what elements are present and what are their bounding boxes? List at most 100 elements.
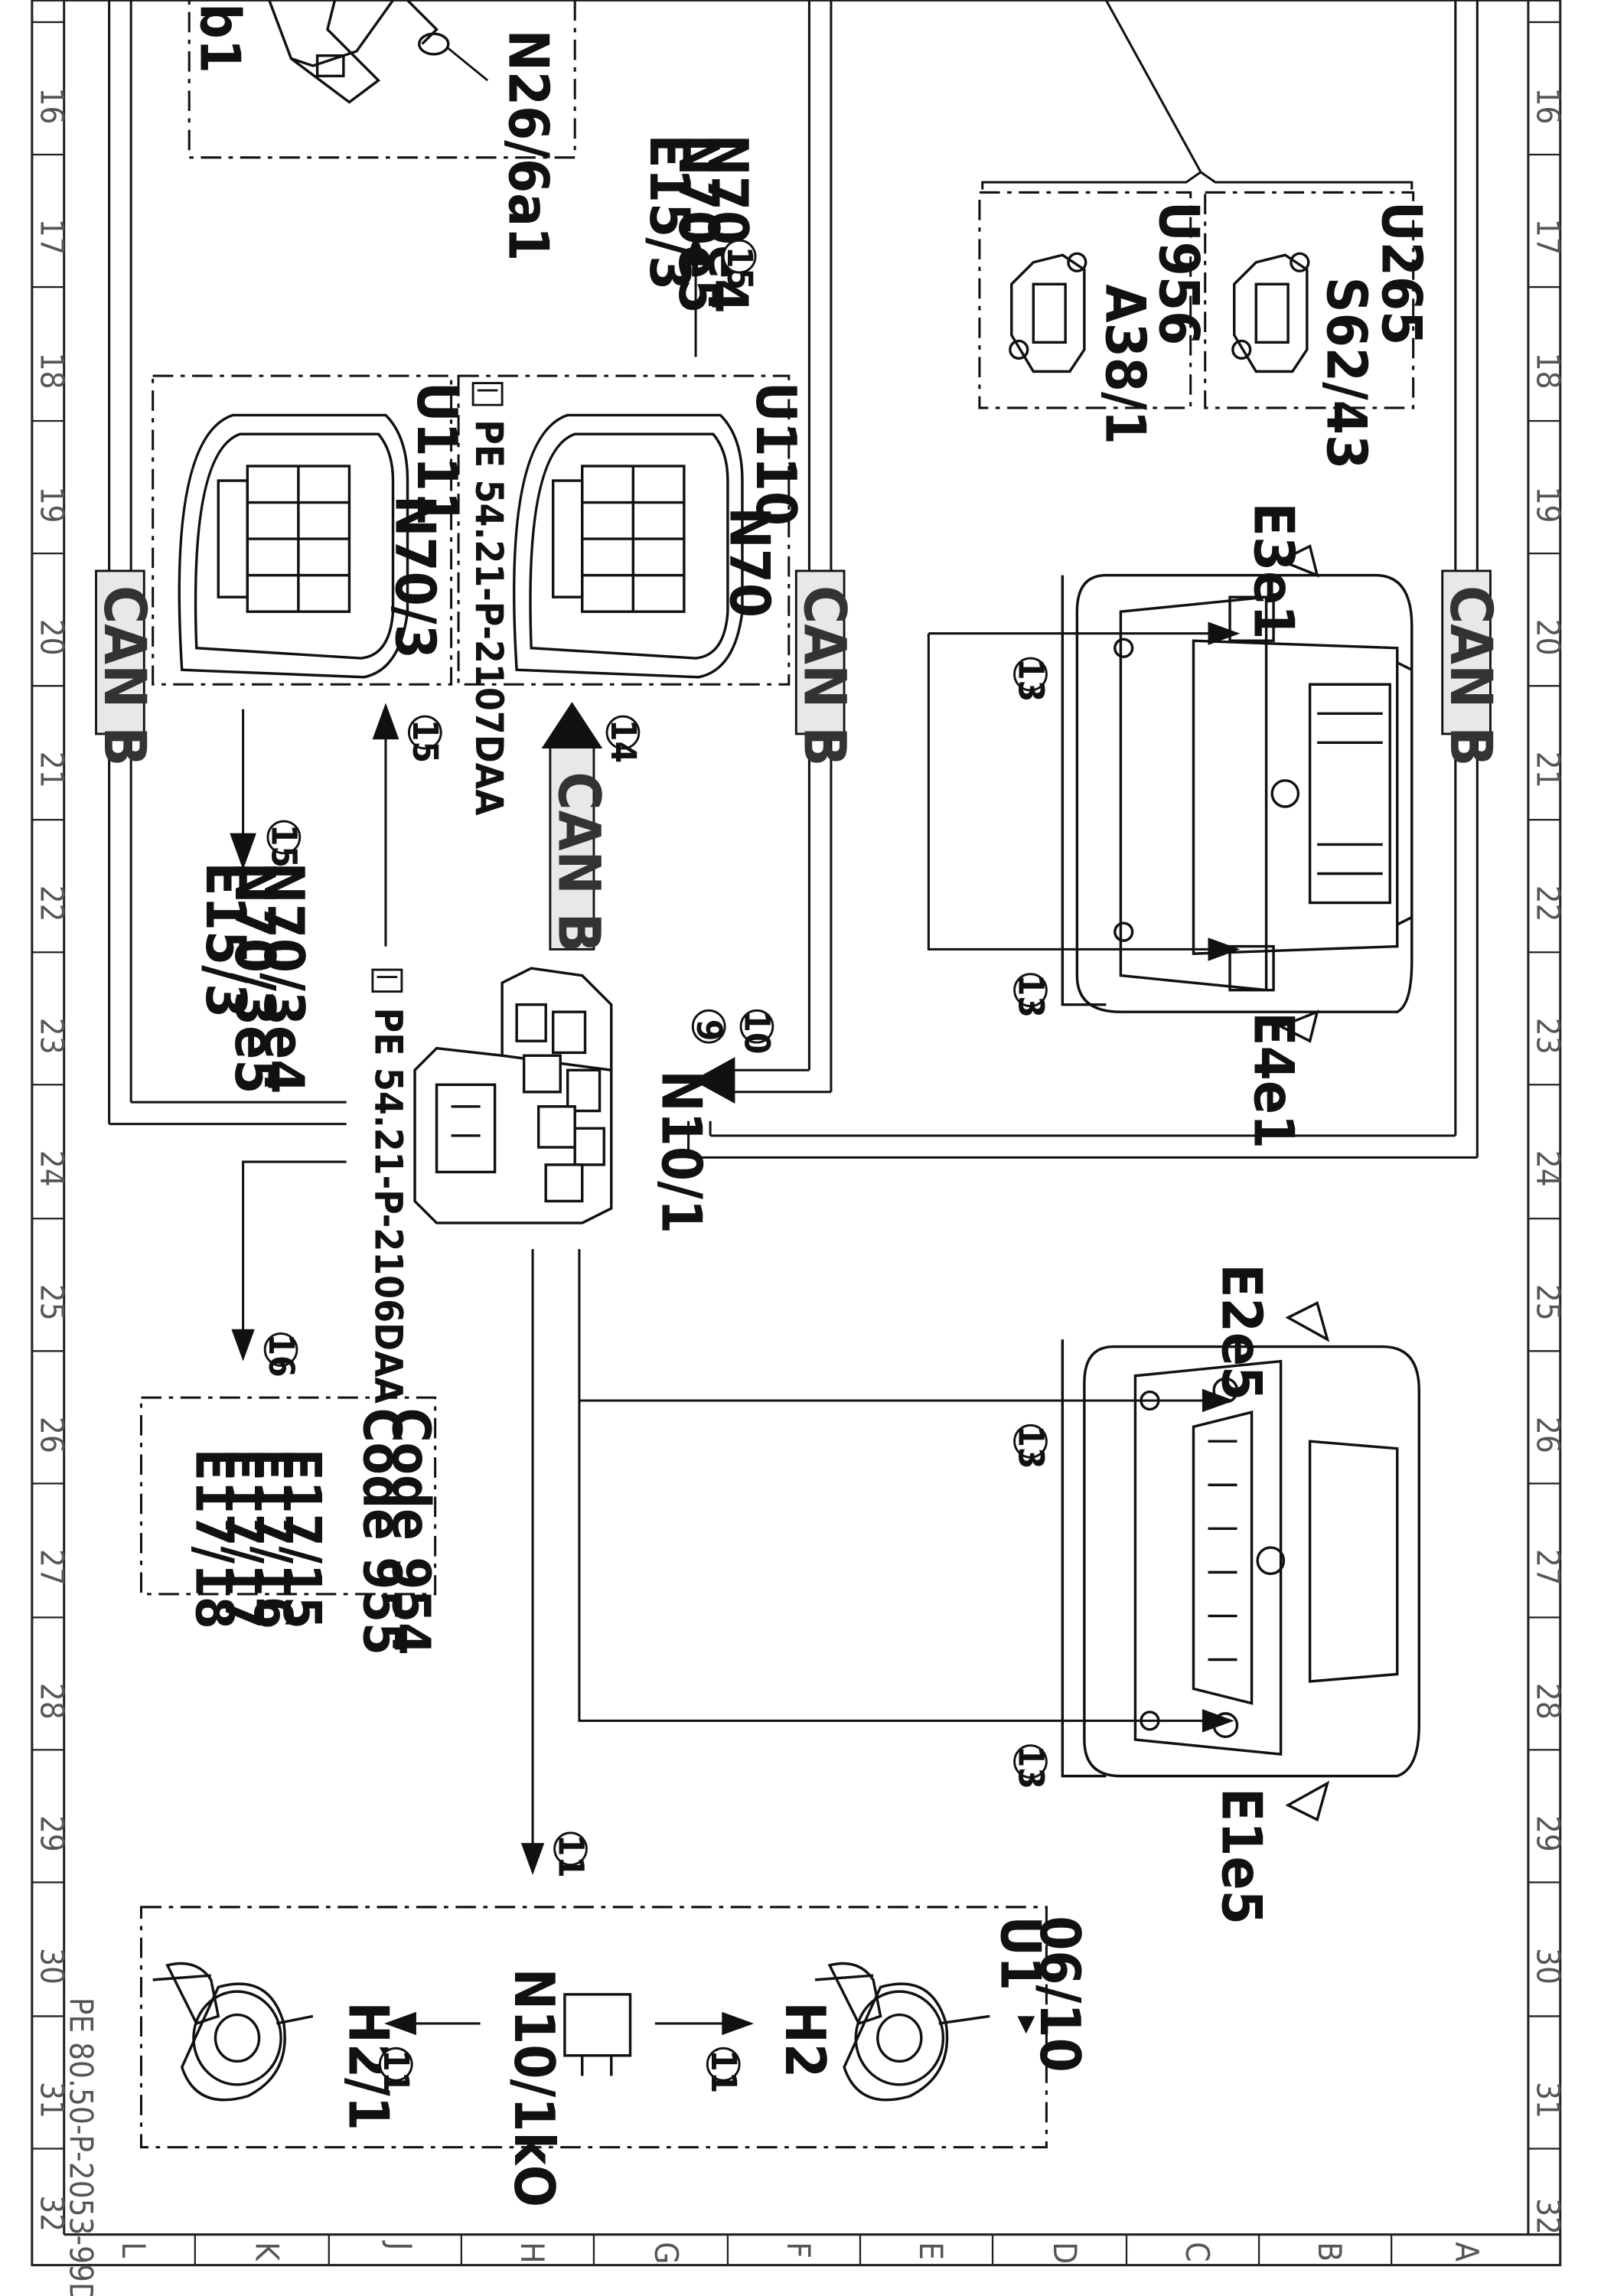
grid-num: 32 bbox=[33, 2195, 70, 2232]
arrow-to-h2-1 bbox=[384, 2011, 416, 2036]
hand-reference-icon bbox=[471, 382, 504, 406]
grid-num: 28 bbox=[1529, 1683, 1567, 1720]
callout: 15 bbox=[264, 820, 305, 868]
svg-text:13: 13 bbox=[1010, 1425, 1051, 1469]
switch-icon bbox=[1009, 252, 1087, 373]
label-n70e4: N70e4 bbox=[695, 134, 759, 313]
grid-num: 29 bbox=[33, 1815, 70, 1852]
grid-num: 25 bbox=[33, 1284, 70, 1321]
grid-num: 24 bbox=[1529, 1150, 1567, 1187]
arrow-to-e4e1 bbox=[1208, 938, 1241, 961]
relay-icon bbox=[563, 1993, 632, 2076]
grid-num: 26 bbox=[33, 1417, 70, 1453]
output-n70-lamps: N70e4 N70e5 E15/3 bbox=[637, 134, 759, 357]
svg-text:10: 10 bbox=[737, 1010, 778, 1054]
grid-num: 19 bbox=[1529, 487, 1567, 523]
label-code-955: Code 955 bbox=[351, 1407, 412, 1655]
label-n70-3e5: N70/3e5 bbox=[222, 862, 286, 1094]
label-u265: U265 bbox=[1369, 201, 1433, 345]
horn-icon bbox=[152, 1962, 314, 2102]
headlamp-front-view-icon bbox=[1061, 544, 1414, 1043]
grid-letter: F bbox=[780, 2242, 817, 2258]
component-box-u265: U265 S62/43 bbox=[1204, 191, 1433, 469]
component-box-code: Code 954 Code 955 E17/15 E17/16 E17/17 E… bbox=[139, 1396, 441, 1655]
grid-letters-bottom: L K J H G F E D C B A bbox=[115, 2240, 1485, 2264]
component-n10-1: N10/1 PE 54.21-P-2106DAA bbox=[367, 967, 712, 1404]
component-box-n26: b1 N26/6a1 bbox=[187, 0, 576, 261]
arrow-to-horns bbox=[520, 1843, 545, 1875]
arrow-to-code bbox=[231, 1329, 255, 1362]
grid-num: 27 bbox=[33, 1549, 70, 1586]
label-n10-1: N10/1 bbox=[648, 1070, 712, 1234]
label-e17-16: E17/16 bbox=[242, 1449, 303, 1629]
svg-text:15: 15 bbox=[405, 719, 445, 763]
label-e17-17: E17/17 bbox=[213, 1449, 274, 1629]
component-box-u110-n70: U110 N70 PE 54.21-P-2107DAA bbox=[457, 374, 807, 816]
grid-letter: J bbox=[381, 2240, 419, 2250]
overhead-control-panel-icon bbox=[513, 413, 744, 679]
label-s62-43: S62/43 bbox=[1313, 277, 1378, 469]
grid-num: 21 bbox=[33, 752, 70, 788]
svg-text:11: 11 bbox=[703, 2050, 744, 2093]
svg-text:9: 9 bbox=[689, 1019, 729, 1042]
horn-icon bbox=[814, 1962, 990, 2102]
callout: 11 bbox=[703, 2047, 744, 2093]
svg-text:15: 15 bbox=[264, 824, 305, 868]
component-box-u956: U956 A38/1 bbox=[978, 191, 1211, 445]
can-b-label: CAN B bbox=[91, 585, 159, 766]
label-e17-18: E17/18 bbox=[184, 1449, 245, 1629]
grid-num: 29 bbox=[1529, 1815, 1567, 1852]
label-e2e5: E2e5 bbox=[1209, 1264, 1273, 1401]
grid-num: 31 bbox=[1529, 2082, 1567, 2118]
grid-num: 17 bbox=[33, 219, 70, 256]
label-u111: U111 bbox=[404, 382, 468, 526]
callout: 16 bbox=[261, 1332, 302, 1378]
switch-icon bbox=[1231, 252, 1310, 373]
bracket-u956-u265 bbox=[981, 0, 1414, 190]
page-ref-arrow bbox=[1017, 2016, 1035, 2034]
arrow-to-e3e1 bbox=[1208, 621, 1241, 645]
label-n70: N70 bbox=[717, 507, 781, 618]
callout: 11 bbox=[550, 1831, 591, 1878]
grid-letter: B bbox=[1311, 2242, 1348, 2262]
grid-numbers-left: 16 17 18 19 20 21 22 23 24 25 26 27 28 2… bbox=[33, 88, 70, 2232]
label-e3e1: E3e1 bbox=[1241, 503, 1305, 640]
can-b-input-arrow: CAN B bbox=[541, 702, 613, 953]
label-u1: U1 bbox=[987, 1916, 1052, 1991]
arrow-to-e1e5 bbox=[1202, 1709, 1234, 1733]
grid-num: 31 bbox=[33, 2082, 70, 2118]
grid-num: 16 bbox=[33, 88, 70, 125]
callout: 11 bbox=[376, 2047, 416, 2093]
grid-letter: E bbox=[912, 2242, 950, 2260]
grid-num: 25 bbox=[1529, 1284, 1567, 1321]
grid-num: 20 bbox=[1529, 619, 1567, 656]
sheet-frame bbox=[31, 0, 1562, 2267]
callout: 15 bbox=[719, 239, 760, 290]
component-box-u1-horns: 06/10 U1 H2 N10/1kO bbox=[139, 1906, 1091, 2207]
label-code-954: Code 954 bbox=[380, 1407, 441, 1655]
grid-letter: G bbox=[647, 2242, 685, 2264]
sam-module-icon bbox=[268, 0, 450, 104]
can-b-label: CAN B bbox=[545, 771, 613, 952]
grid-num: 32 bbox=[1529, 2198, 1567, 2235]
label-n26-6a1: N26/6a1 bbox=[496, 29, 560, 261]
label-n70-3e4: N70/3e4 bbox=[251, 862, 315, 1094]
label-e4e1: E4e1 bbox=[1241, 1012, 1305, 1149]
label-n70e5: N70e5 bbox=[666, 134, 730, 313]
grid-numbers-right: 16 17 18 19 20 21 22 23 24 25 26 27 28 2… bbox=[1529, 88, 1567, 2236]
svg-text:11: 11 bbox=[376, 2050, 416, 2093]
can-b-label: CAN B bbox=[1437, 585, 1505, 766]
label-b1: b1 bbox=[187, 3, 251, 73]
headlamp-feed-lines-upper bbox=[927, 632, 1208, 951]
label-a38-1: A38/1 bbox=[1092, 284, 1156, 445]
callout: 13 bbox=[1010, 657, 1051, 702]
svg-text:13: 13 bbox=[1010, 1746, 1051, 1789]
label-e15-3-bottom: E15/3 bbox=[193, 862, 257, 1018]
label-e1e5: E1e5 bbox=[1209, 1788, 1273, 1925]
grid-letter: D bbox=[1046, 2242, 1084, 2264]
grid-letter: L bbox=[115, 2242, 152, 2258]
label-u956: U956 bbox=[1146, 201, 1211, 345]
can-b-label: CAN B bbox=[791, 585, 859, 766]
svg-text:14: 14 bbox=[603, 719, 644, 763]
